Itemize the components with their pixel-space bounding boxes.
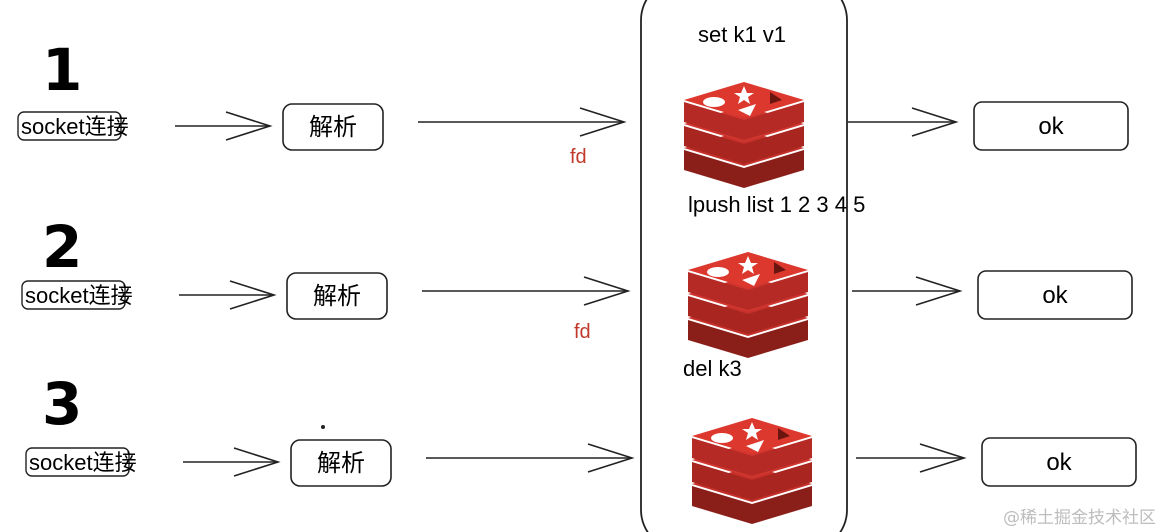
parse-box <box>286 272 388 320</box>
fd-label: fd <box>574 321 591 343</box>
result-box <box>977 270 1133 320</box>
arrow-to-result <box>848 107 959 137</box>
arrow-to-parse <box>175 111 273 141</box>
socket-label: socket连接 <box>21 114 129 139</box>
parse-label: 解析 <box>313 283 361 310</box>
socket-box <box>25 447 130 477</box>
arrow-to-redis <box>422 276 631 306</box>
stray-dot <box>321 425 325 429</box>
row-number: 2 <box>42 213 82 281</box>
parse-label: 解析 <box>309 114 357 141</box>
arrow-to-result <box>852 276 963 306</box>
redis-logo-icon <box>692 418 812 524</box>
parse-box <box>282 103 384 151</box>
watermark: @稀土掘金技术社区 <box>1003 508 1156 528</box>
arrow-to-result <box>856 443 967 473</box>
socket-label: socket连接 <box>25 283 133 308</box>
row-number: 1 <box>42 36 82 104</box>
socket-box <box>21 280 126 310</box>
arrow-to-redis <box>426 443 635 473</box>
socket-box <box>17 111 122 141</box>
parse-box <box>290 439 392 487</box>
redis-logo-icon <box>684 82 804 188</box>
command-label: set k1 v1 <box>698 22 786 47</box>
socket-label: socket连接 <box>29 450 137 475</box>
row-number: 3 <box>42 370 82 438</box>
redis-server-container <box>640 0 848 532</box>
result-label: ok <box>1038 113 1064 140</box>
result-label: ok <box>1042 282 1068 309</box>
arrow-to-parse <box>183 447 281 477</box>
fd-label: fd <box>570 146 587 168</box>
command-label: lpush list 1 2 3 4 5 <box>688 192 865 217</box>
result-label: ok <box>1046 449 1072 476</box>
redis-logo-icon <box>688 252 808 358</box>
arrow-to-redis <box>418 107 627 137</box>
result-box <box>973 101 1129 151</box>
parse-label: 解析 <box>317 450 365 477</box>
result-box <box>981 437 1137 487</box>
command-label: del k3 <box>683 356 742 381</box>
arrow-to-parse <box>179 280 277 310</box>
